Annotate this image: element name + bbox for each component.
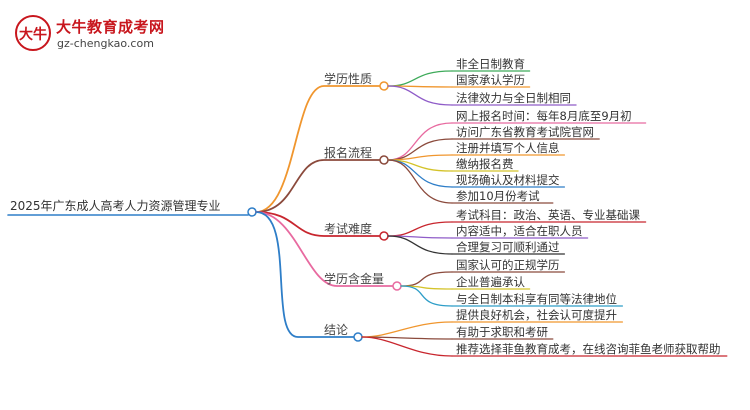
leaf-label-3-1: 企业普遍承认 [456,275,525,289]
leaf-label-1-5: 参加10月份考试 [456,189,540,203]
leaf-connector-2-0 [387,221,453,237]
branch-node-toggle-0[interactable] [379,81,389,91]
leaf-label-2-2: 合理复习可顺利通过 [456,240,560,254]
leaf-connector-3-2 [400,285,453,307]
branch-connector-3 [255,211,394,287]
root-node-toggle[interactable] [247,207,257,217]
branch-connector-1 [255,159,381,213]
branch-connector-0 [255,85,381,213]
leaf-label-1-2: 注册并填写个人信息 [456,141,560,155]
logo-mark-icon: 大牛 [15,15,51,51]
leaf-label-1-3: 缴纳报名费 [456,157,514,171]
leaf-connector-2-2 [387,235,453,255]
branch-connector-4 [255,211,355,338]
branch-node-toggle-3[interactable] [392,281,402,291]
leaf-label-2-0: 考试科目：政治、英语、专业基础课 [456,208,640,222]
leaf-connector-1-5 [387,159,453,204]
branch-node-toggle-1[interactable] [379,155,389,165]
leaf-connector-1-2 [387,154,453,161]
branch-node-toggle-2[interactable] [379,231,389,241]
leaf-label-0-2: 法律效力与全日制相同 [456,91,571,105]
leaf-label-4-1: 有助于求职和考研 [456,325,548,339]
branch-node-toggle-4[interactable] [353,332,363,342]
leaf-label-4-2: 推荐选择菲鱼教育成考，在线咨询菲鱼老师获取帮助 [456,342,721,356]
leaf-label-1-0: 网上报名时间：每年8月底至9月初 [456,109,632,123]
leaf-label-4-0: 提供良好机会，社会认可度提升 [456,308,617,322]
leaf-label-2-1: 内容适中，适合在职人员 [456,224,583,238]
branch-label-4: 结论 [324,323,349,337]
leaf-label-3-2: 与全日制本科享有同等法律地位 [456,292,617,306]
leaf-connector-0-0 [387,70,453,87]
leaf-label-0-1: 国家承认学历 [456,73,525,87]
leaf-connector-4-2 [361,336,453,357]
logo-url: gz-chengkao.com [57,37,154,50]
svg-text:大牛: 大牛 [19,26,47,43]
branch-label-0: 学历性质 [324,72,373,86]
leaf-connector-0-2 [387,85,453,106]
leaf-connector-1-0 [387,122,453,161]
leaf-label-1-1: 访问广东省教育考试院官网 [456,125,594,139]
leaf-connector-1-4 [387,159,453,188]
leaf-label-0-0: 非全日制教育 [456,57,525,71]
branch-label-2: 考试难度 [324,222,373,236]
leaf-label-3-0: 国家认可的正规学历 [456,258,560,272]
site-logo[interactable]: 大牛 大牛教育成考网 gz-chengkao.com [14,12,184,56]
root-topic: 2025年广东成人高考人力资源管理专业 [10,199,221,213]
branch-label-3: 学历含金量 [324,272,385,286]
branch-connector-2 [255,211,381,237]
leaf-connector-3-0 [400,271,453,287]
leaf-label-1-4: 现场确认及材料提交 [456,173,560,187]
leaf-connector-4-0 [361,321,453,338]
branch-label-1: 报名流程 [324,146,373,160]
logo-title: 大牛教育成考网 [56,18,165,36]
